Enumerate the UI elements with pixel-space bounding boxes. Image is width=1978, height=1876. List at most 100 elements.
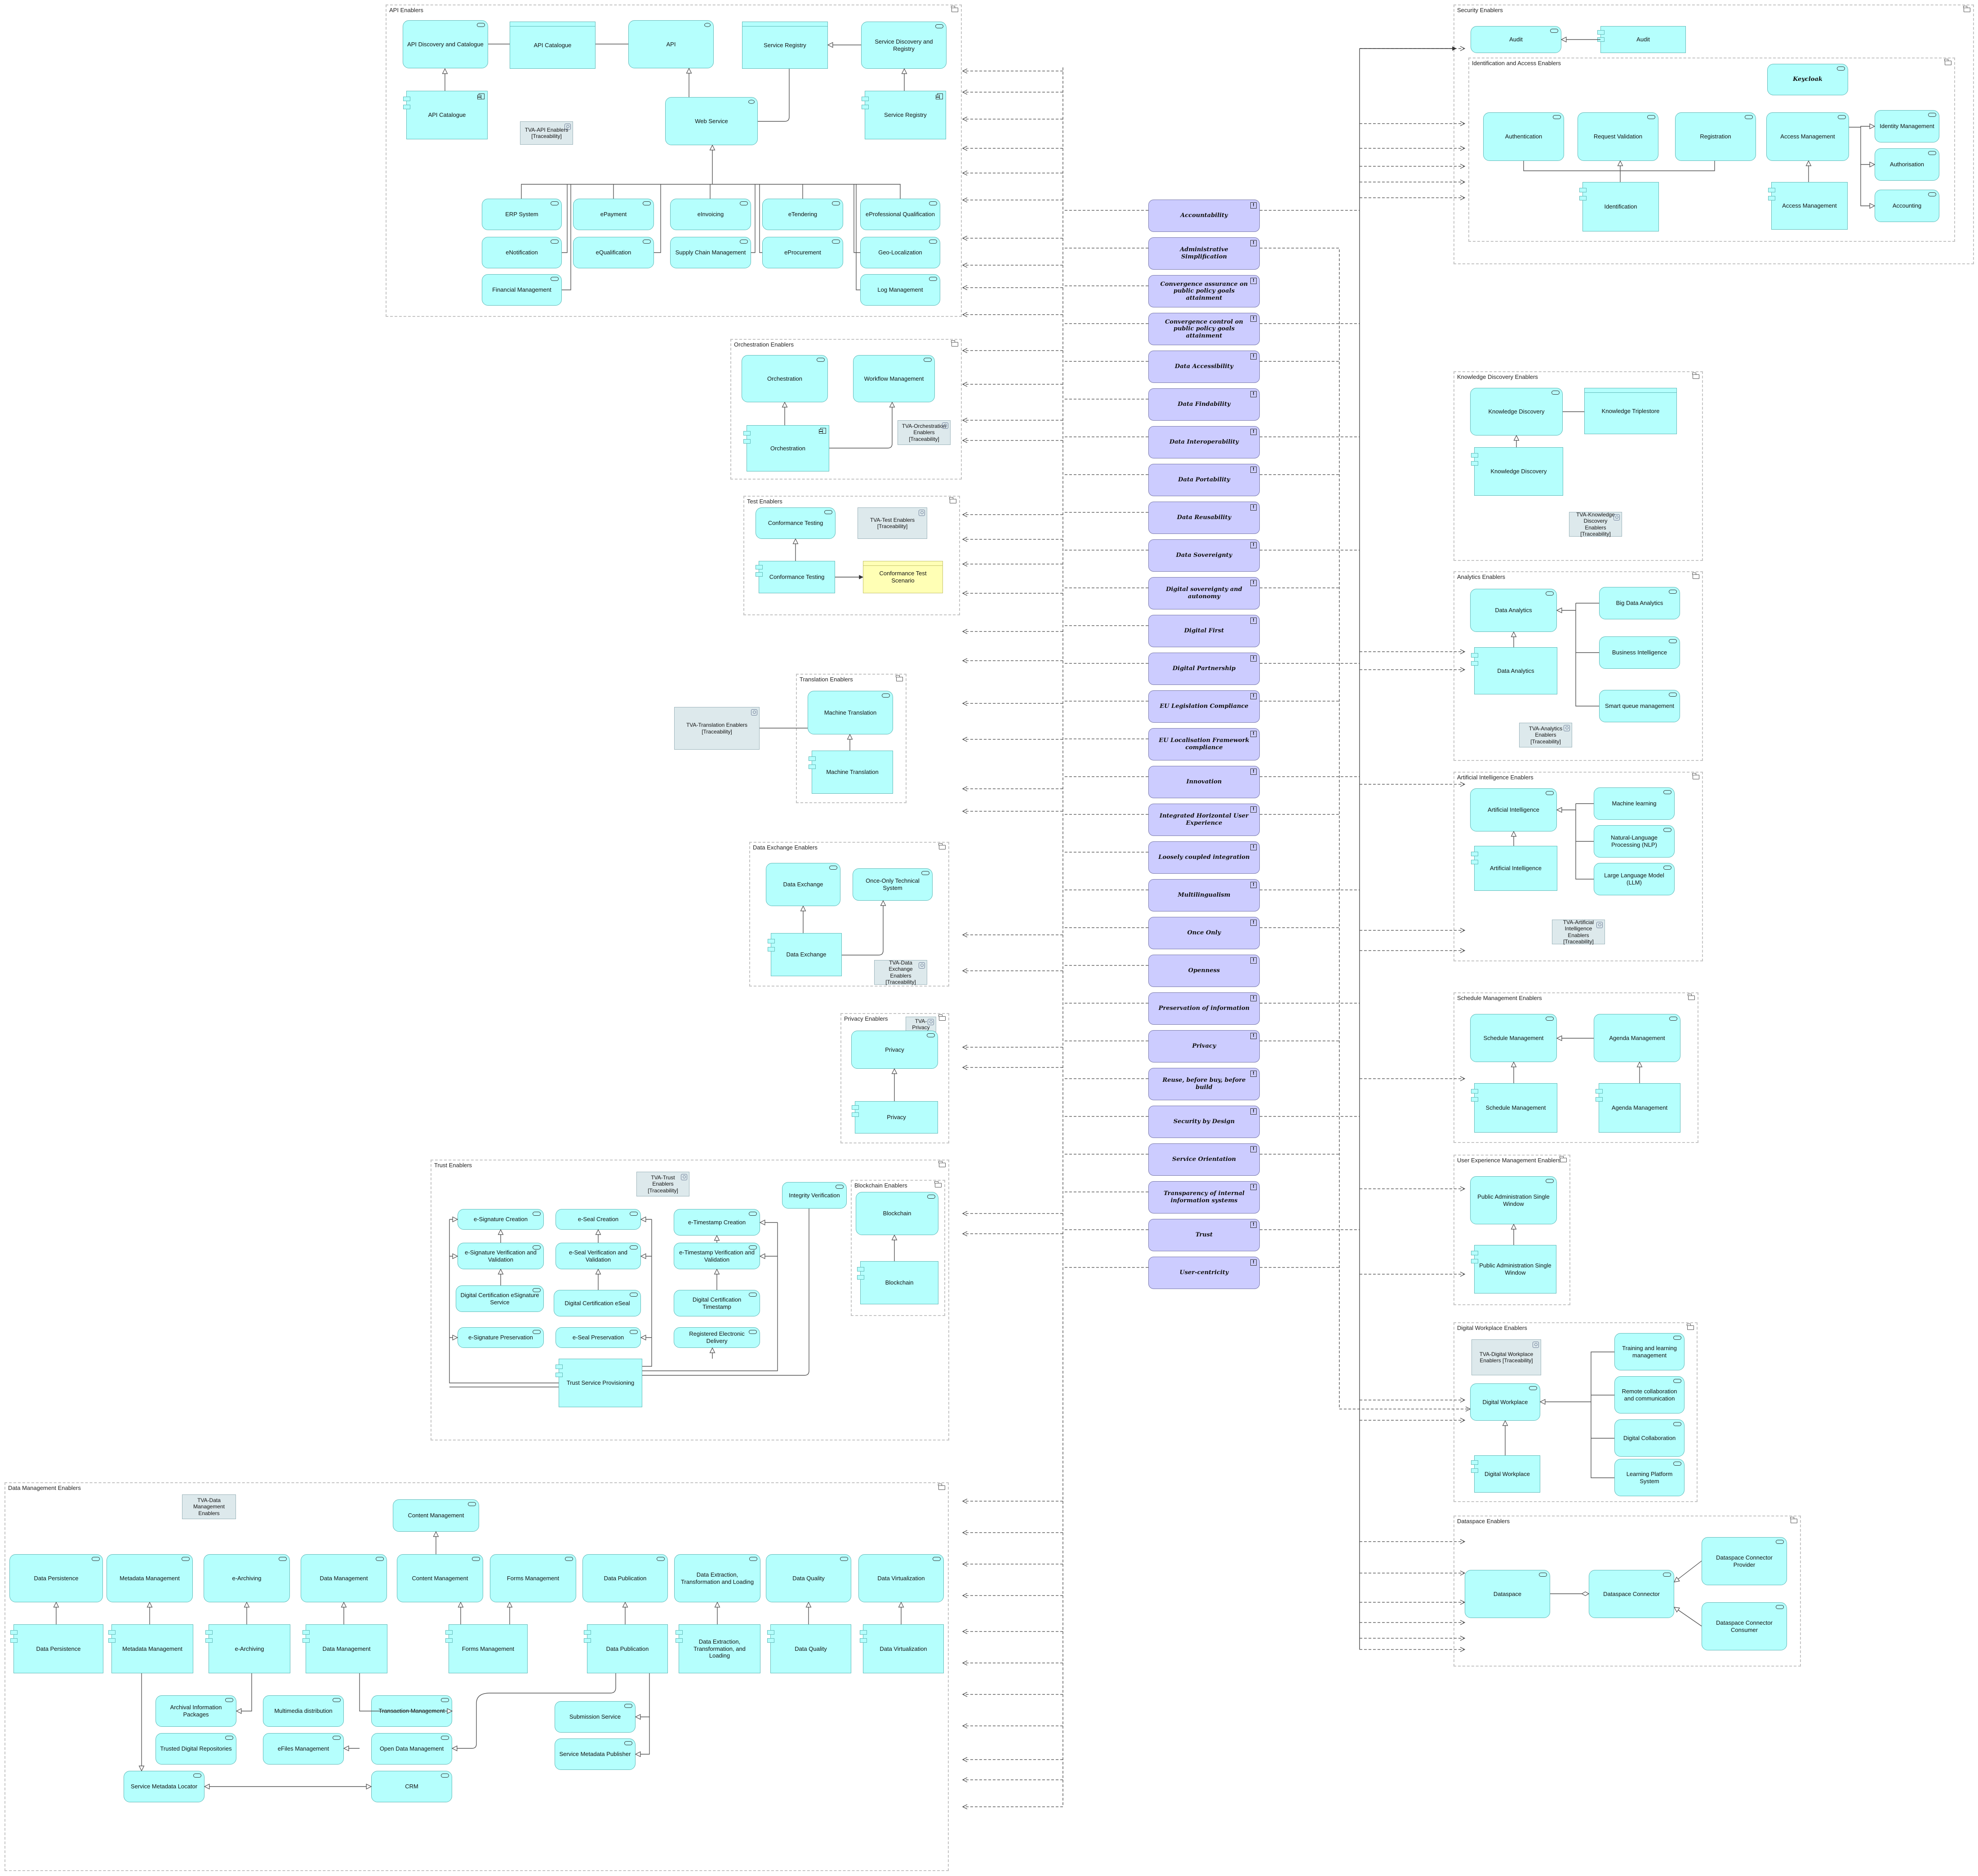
content-management-top[interactable]: Content Management [393, 1499, 479, 1532]
e-signature-preservation[interactable]: e-Signature Preservation [458, 1327, 544, 1348]
request-validation[interactable]: Request Validation [1578, 112, 1658, 161]
principle-convergence-control-on-public-policy-goals-attainment[interactable]: Convergence control on public policy goa… [1148, 313, 1260, 345]
principle-security-by-design[interactable]: Security by Design! [1148, 1106, 1260, 1138]
orchestration-component[interactable]: Orchestration [743, 425, 829, 471]
conformance-testing-service[interactable]: Conformance Testing [756, 507, 836, 539]
principle-user-centricity[interactable]: User-centricity! [1148, 1257, 1260, 1289]
agenda-management-component[interactable]: Agenda Management [1596, 1083, 1680, 1133]
supply-chain-management[interactable]: Supply Chain Management [670, 237, 751, 268]
tva-orchestration-traceability[interactable]: TVA-Orchestration Enablers [Traceability… [898, 420, 951, 445]
e-archiving-component[interactable]: e-Archiving [205, 1624, 290, 1673]
service-metadata-publisher[interactable]: Service Metadata Publisher [555, 1738, 636, 1770]
principle-service-orientation[interactable]: Service Orientation! [1148, 1143, 1260, 1176]
principle-preservation-of-information[interactable]: Preservation of information! [1148, 992, 1260, 1025]
data-quality-service[interactable]: Data Quality [766, 1554, 851, 1602]
data-virtualization-component[interactable]: Data Virtualization [860, 1624, 944, 1673]
knowledge-triplestore[interactable]: Knowledge Triplestore [1584, 388, 1677, 434]
group-knowledge-discovery-enablers[interactable]: Knowledge Discovery Enablers [1453, 371, 1703, 561]
large-language-model[interactable]: Large Language Model (LLM) [1594, 863, 1675, 895]
e-archiving-service[interactable]: e-Archiving [204, 1554, 290, 1602]
tva-data-management-traceability[interactable]: TVA-Data Management Enablers [182, 1494, 236, 1519]
principle-data-sovereignty[interactable]: Data Sovereignty! [1148, 539, 1260, 572]
financial-management[interactable]: Financial Management [482, 274, 562, 306]
trusted-digital-repositories[interactable]: Trusted Digital Repositories [156, 1733, 236, 1765]
data-etl-component[interactable]: Data Extraction, Transformation, and Loa… [676, 1624, 760, 1673]
learning-platform-system[interactable]: Learning Platform System [1614, 1459, 1685, 1496]
tva-knowledge-discovery-traceability[interactable]: TVA-Knowledge Discovery Enablers [Tracea… [1569, 511, 1622, 537]
e-seal-verification-validation[interactable]: e-Seal Verification and Validation [556, 1243, 641, 1269]
digital-certification-eseal[interactable]: Digital Certification eSeal [554, 1290, 641, 1316]
authorisation[interactable]: Authorisation [1875, 148, 1939, 181]
etendering[interactable]: eTendering [762, 199, 843, 230]
data-publication-service[interactable]: Data Publication [582, 1554, 668, 1602]
blockchain-service[interactable]: Blockchain [856, 1192, 938, 1235]
open-data-management[interactable]: Open Data Management [371, 1733, 452, 1765]
schedule-management-component[interactable]: Schedule Management [1471, 1083, 1557, 1133]
principle-reuse-before-buy-before-build[interactable]: Reuse, before buy, before build! [1148, 1068, 1260, 1100]
group-api-enablers[interactable]: API Enablers [386, 4, 962, 317]
digital-certification-esignature[interactable]: Digital Certification eSignature Service [456, 1285, 544, 1312]
principle-data-findability[interactable]: Data Findability! [1148, 388, 1260, 421]
service-discovery-registry-service[interactable]: Service Discovery and Registry [861, 22, 947, 69]
principle-accountability[interactable]: Accountability! [1148, 200, 1260, 232]
workflow-management-service[interactable]: Workflow Management [853, 355, 935, 402]
public-administration-single-window-component[interactable]: Public Administration Single Window [1471, 1245, 1556, 1294]
web-service[interactable]: Web Service [665, 97, 758, 145]
e-signature-creation[interactable]: e-Signature Creation [458, 1209, 544, 1230]
natural-language-processing[interactable]: Natural-Language Processing (NLP) [1594, 825, 1675, 858]
transaction-management[interactable]: Transaction Management [371, 1695, 452, 1727]
principle-eu-localisation-framework-compliance[interactable]: EU Localisation Framework compliance! [1148, 728, 1260, 760]
digital-workplace-component[interactable]: Digital Workplace [1471, 1455, 1540, 1493]
privacy-component[interactable]: Privacy [852, 1101, 938, 1134]
group-digital-workplace-enablers[interactable]: Digital Workplace Enablers [1453, 1322, 1698, 1502]
data-exchange-service[interactable]: Data Exchange [766, 863, 840, 906]
data-quality-component[interactable]: Data Quality [767, 1624, 851, 1673]
digital-collaboration[interactable]: Digital Collaboration [1614, 1419, 1685, 1457]
principle-data-portability[interactable]: Data Portability! [1148, 464, 1260, 496]
metadata-management-component[interactable]: Metadata Management [108, 1624, 193, 1673]
principle-digital-partnership[interactable]: Digital Partnership! [1148, 653, 1260, 685]
einvoicing[interactable]: eInvoicing [670, 199, 751, 230]
dataspace[interactable]: Dataspace [1465, 1570, 1550, 1618]
api-interface[interactable]: API [628, 20, 714, 68]
service-registry-component[interactable]: Service Registry [862, 91, 946, 139]
dataspace-connector-consumer[interactable]: Dataspace Connector Consumer [1702, 1602, 1787, 1650]
integrity-verification[interactable]: Integrity Verification [782, 1182, 847, 1209]
training-learning-management[interactable]: Training and learning management [1614, 1333, 1685, 1370]
group-dataspace-enablers[interactable]: Dataspace Enablers [1453, 1516, 1801, 1667]
digital-certification-timestamp[interactable]: Digital Certification Timestamp [674, 1290, 760, 1316]
data-analytics-component[interactable]: Data Analytics [1471, 647, 1557, 694]
tva-test-traceability[interactable]: TVA-Test Enablers [Traceability] [858, 507, 927, 539]
data-virtualization-service[interactable]: Data Virtualization [858, 1554, 944, 1602]
accounting[interactable]: Accounting [1875, 190, 1939, 222]
group-identification-access-enablers[interactable]: Identification and Access Enablers [1468, 58, 1955, 242]
principle-eu-legislation-compliance[interactable]: EU Legislation Compliance! [1148, 690, 1260, 723]
group-data-management-enablers[interactable]: Data Management Enablers [4, 1482, 949, 1871]
artificial-intelligence-component[interactable]: Artificial Intelligence [1471, 846, 1557, 891]
dataspace-connector[interactable]: Dataspace Connector [1589, 1570, 1674, 1618]
eprofessional-qualification[interactable]: eProfessional Qualification [860, 199, 940, 230]
machine-translation-component[interactable]: Machine Translation [809, 751, 893, 794]
principle-administrative-simplification[interactable]: Administrative Simplification! [1148, 237, 1260, 270]
audit-service[interactable]: Audit [1471, 26, 1561, 53]
service-registry-object[interactable]: Service Registry [742, 22, 828, 69]
group-ai-enablers[interactable]: Artificial Intelligence Enablers [1453, 772, 1703, 961]
group-orchestration-enablers[interactable]: Orchestration Enablers [730, 339, 962, 480]
eprocurement[interactable]: eProcurement [762, 237, 843, 268]
enotification[interactable]: eNotification [482, 237, 562, 268]
group-trust-enablers[interactable]: Trust Enablers [431, 1160, 949, 1440]
archival-information-packages[interactable]: Archival Information Packages [156, 1695, 236, 1727]
knowledge-discovery-component[interactable]: Knowledge Discovery [1471, 447, 1563, 496]
data-publication-component[interactable]: Data Publication [584, 1624, 668, 1673]
privacy-service[interactable]: Privacy [851, 1031, 938, 1069]
forms-management-service[interactable]: Forms Management [490, 1554, 576, 1602]
access-management-service[interactable]: Access Management [1766, 112, 1849, 161]
data-persistence-service[interactable]: Data Persistence [9, 1554, 103, 1602]
principle-convergence-assurance-on-public-policy-goals-attainment[interactable]: Convergence assurance on public policy g… [1148, 275, 1260, 307]
schedule-management-service[interactable]: Schedule Management [1470, 1014, 1557, 1062]
public-administration-single-window-service[interactable]: Public Administration Single Window [1470, 1176, 1557, 1224]
content-management-service[interactable]: Content Management [397, 1554, 483, 1602]
tva-analytics-traceability[interactable]: TVA-Analytics Enablers [Traceability] [1519, 723, 1572, 747]
metadata-management-service[interactable]: Metadata Management [107, 1554, 193, 1602]
keycloak[interactable]: Keycloak [1767, 64, 1848, 95]
